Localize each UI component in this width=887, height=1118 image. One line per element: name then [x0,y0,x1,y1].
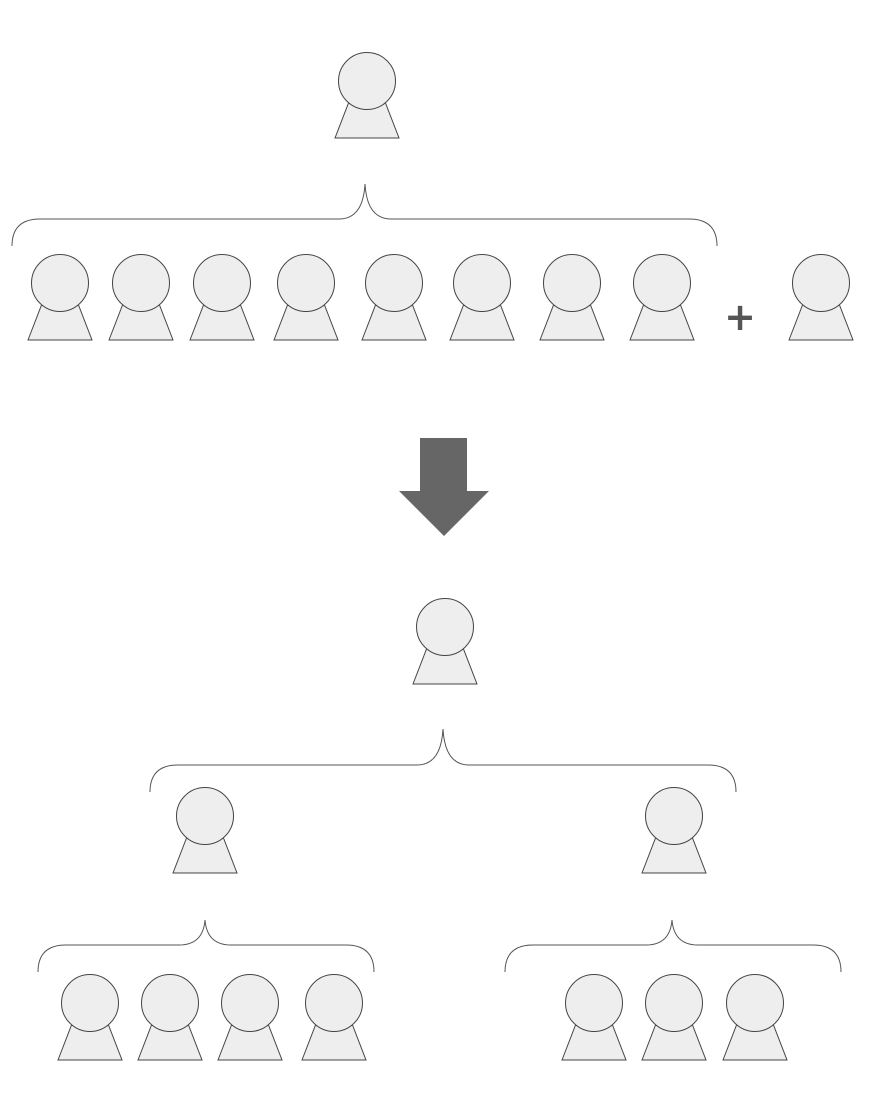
team-brace [11,183,718,247]
team-member-person-icon [108,254,174,341]
top-manager-person-icon [412,598,478,685]
manager-person-icon [334,52,400,139]
team-member-person-icon [189,254,255,341]
team-member-person-icon [27,254,93,341]
team-member-person-icon [361,254,427,341]
sub-team-member-person-icon [217,974,283,1061]
down-arrow-icon [399,438,489,536]
after-org-section [37,598,842,1061]
sub-team-member-person-icon [137,974,203,1061]
sub-team-member-person-icon [301,974,367,1061]
sub-team-member-person-icon [57,974,123,1061]
sub-team-member-person-icon [722,974,788,1061]
before-org-section [11,52,854,341]
team-member-person-icon [449,254,515,341]
team-member-person-icon [273,254,339,341]
new-hire-person-icon [788,254,854,341]
plus-sign: + [724,295,756,339]
sub-team-brace [37,919,375,973]
sub-team-member-person-icon [561,974,627,1061]
team-lead-person-icon [172,787,238,874]
team-member-person-icon [629,254,695,341]
sub-team-brace [504,919,842,973]
team-member-person-icon [539,254,605,341]
top-brace [149,728,737,793]
sub-team-member-person-icon [641,974,707,1061]
team-lead-person-icon [641,787,707,874]
